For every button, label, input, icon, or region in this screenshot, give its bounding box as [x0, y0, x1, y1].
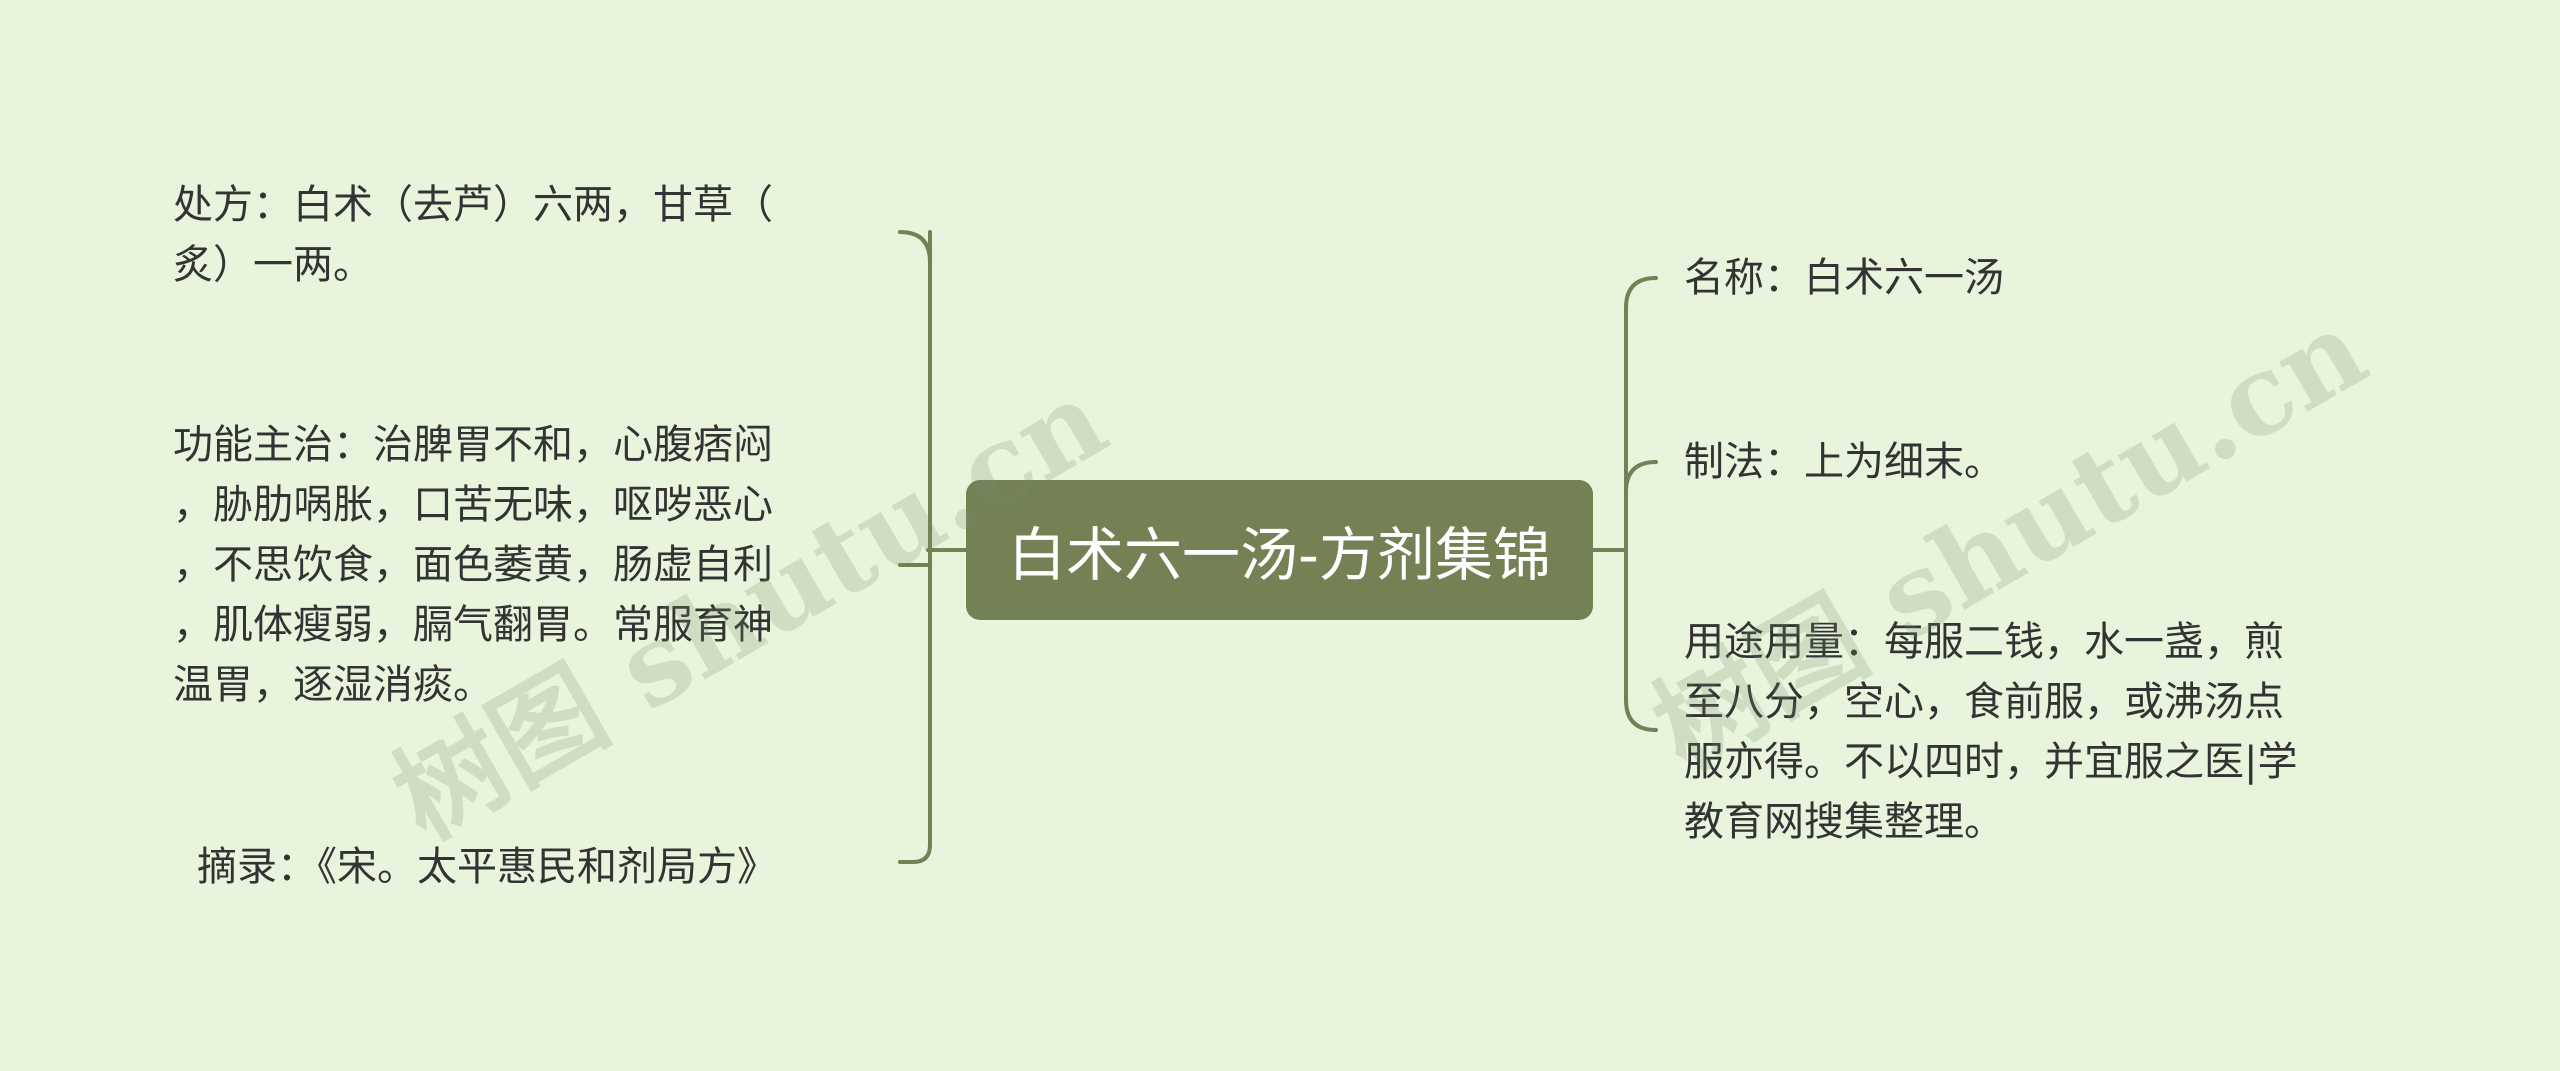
connector-right-mid	[1624, 460, 1658, 494]
leaf-line: ，肌体瘦弱，膈气翻胃。常服育神	[173, 602, 773, 648]
bracket-right	[1624, 276, 1658, 732]
left-node-indications[interactable]: 功能主治：治脾胃不和，心腹痞闷 ，胁肋㖞胀，口苦无味，呕哕恶心 ，不思饮食，面色…	[173, 415, 773, 715]
right-node-preparation[interactable]: 制法：上为细末。	[1684, 432, 2004, 492]
right-node-name[interactable]: 名称：白术六一汤	[1684, 248, 2004, 308]
leaf-line: 摘录：《宋。太平惠民和剂局方》	[197, 844, 777, 890]
leaf-line: 至八分，空心，食前服，或沸汤点	[1684, 679, 2284, 725]
leaf-line: 教育网搜集整理。	[1684, 799, 2004, 845]
bracket-left-top	[898, 230, 932, 264]
bracket-left	[898, 230, 932, 864]
leaf-line: 温胃，逐湿消痰。	[173, 662, 493, 708]
left-node-prescription[interactable]: 处方：白术（去芦）六两，甘草（ 炙）一两。	[173, 175, 773, 295]
leaf-line: 制法：上为细末。	[1684, 439, 2004, 485]
leaf-line: 功能主治：治脾胃不和，心腹痞闷	[173, 422, 773, 468]
right-node-usage[interactable]: 用途用量：每服二钱，水一盏，煎 至八分，空心，食前服，或沸汤点 服亦得。不以四时…	[1684, 612, 2297, 852]
center-topic[interactable]: 白术六一汤-方剂集锦	[966, 480, 1593, 620]
leaf-line: ，不思饮食，面色萎黄，肠虚自利	[173, 542, 773, 588]
leaf-line: ，胁肋㖞胀，口苦无味，呕哕恶心	[173, 482, 773, 528]
leaf-line: 名称：白术六一汤	[1684, 255, 2004, 301]
leaf-line: 用途用量：每服二钱，水一盏，煎	[1684, 619, 2284, 665]
leaf-line: 处方：白术（去芦）六两，甘草（	[173, 182, 773, 228]
left-node-source[interactable]: 摘录：《宋。太平惠民和剂局方》	[197, 837, 777, 897]
leaf-line: 服亦得。不以四时，并宜服之医|学	[1684, 739, 2298, 785]
leaf-line: 炙）一两。	[173, 242, 373, 288]
